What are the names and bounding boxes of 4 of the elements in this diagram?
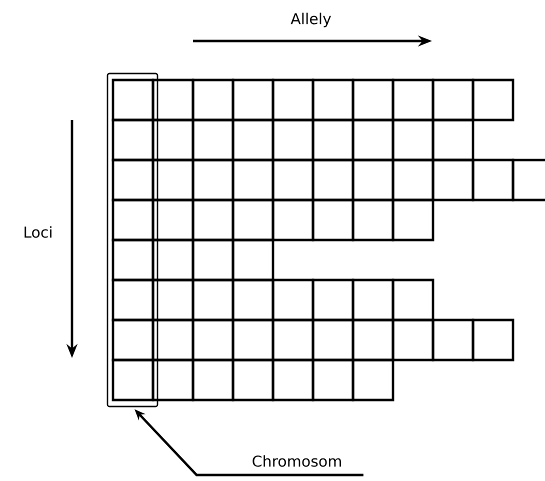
- chromosome-frame: [106, 72, 158, 408]
- axis-label: Loci: [24, 226, 52, 238]
- axis-label: Allely: [290, 12, 331, 28]
- label-text: Chromosom: [252, 455, 341, 467]
